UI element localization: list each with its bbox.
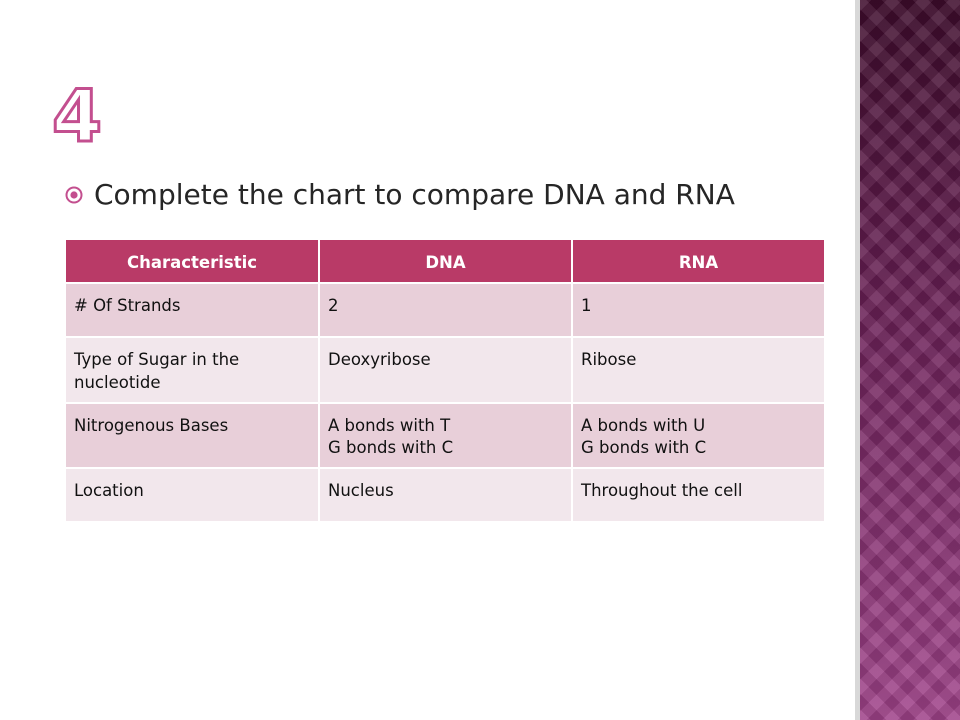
cell-characteristic: Nitrogenous Bases: [64, 401, 320, 470]
comparison-table: Characteristic DNA RNA # Of Strands 2 1 …: [64, 237, 826, 524]
table-row: Location Nucleus Throughout the cell: [64, 467, 826, 524]
table-row: Type of Sugar in the nucleotide Deoxyrib…: [64, 336, 826, 404]
header-dna: DNA: [318, 237, 573, 285]
cell-line: A bonds with U: [581, 415, 706, 435]
cell-line: 1: [581, 296, 592, 316]
cell-dna: A bonds with T G bonds with C: [318, 401, 573, 470]
cell-dna: Deoxyribose: [318, 336, 573, 404]
table-row: Nitrogenous Bases A bonds with T G bonds…: [64, 401, 826, 470]
cell-characteristic: Type of Sugar in the nucleotide: [64, 336, 320, 404]
cell-rna: Ribose: [571, 336, 826, 404]
cell-characteristic: # Of Strands: [64, 282, 320, 339]
cell-line: 2: [328, 296, 339, 316]
bullet-point: Complete the chart to compare DNA and RN…: [64, 178, 735, 211]
cell-line: A bonds with T: [328, 415, 451, 435]
side-band-divider: [855, 0, 860, 720]
table-header-row: Characteristic DNA RNA: [64, 237, 826, 285]
cell-rna: Throughout the cell: [571, 467, 826, 524]
cell-line: G bonds with C: [328, 438, 454, 458]
slide-title: 4: [50, 74, 103, 158]
circled-dot-bullet-icon: [65, 186, 83, 203]
bullet-text: Complete the chart to compare DNA and RN…: [94, 178, 735, 211]
cell-dna: Nucleus: [318, 467, 573, 524]
header-characteristic: Characteristic: [64, 237, 320, 285]
cell-line: Nucleus: [328, 481, 394, 501]
cell-line: G bonds with C: [581, 438, 707, 458]
cell-rna: A bonds with U G bonds with C: [571, 401, 826, 470]
cell-dna: 2: [318, 282, 573, 339]
decorative-side-band: [855, 0, 960, 720]
cell-characteristic: Location: [64, 467, 320, 524]
cell-line: Ribose: [581, 350, 637, 370]
cell-line: Throughout the cell: [581, 481, 743, 501]
cell-rna: 1: [571, 282, 826, 339]
table-row: # Of Strands 2 1: [64, 282, 826, 339]
cell-line: Deoxyribose: [328, 350, 431, 370]
header-rna: RNA: [571, 237, 826, 285]
